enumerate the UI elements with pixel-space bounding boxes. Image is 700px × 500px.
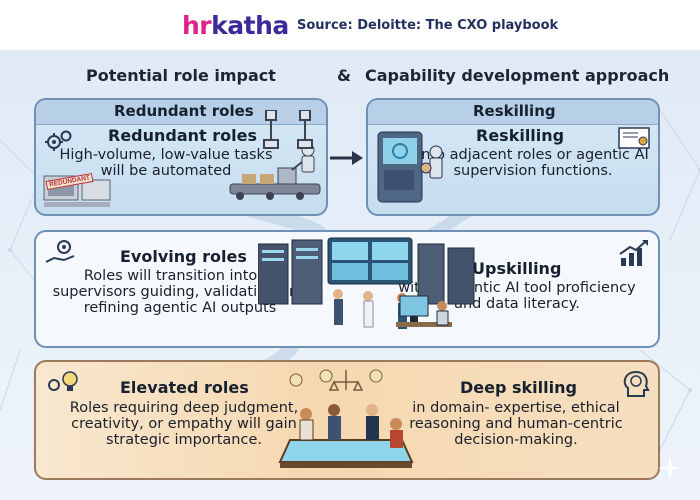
elevated-roles-text: Roles requiring deep judgment, creativit… — [44, 400, 324, 449]
elevated-roles-panel: Elevated roles Roles requiring deep judg… — [34, 360, 660, 480]
evolving-roles-text: Roles will transition into AI supervisor… — [50, 268, 310, 317]
deep-skilling-line-3: decision-making. — [454, 432, 578, 449]
reskilling-panel: Reskilling Reskilling into adjacent role… — [366, 98, 660, 216]
header: hrkatha Source: Deloitte: The CXO playbo… — [0, 0, 700, 50]
infographic-canvas: Potential role impact & Capability devel… — [0, 50, 700, 500]
elevated-roles-line-3: strategic importance. — [106, 432, 262, 449]
redundant-roles-line-2: will be automated — [100, 163, 232, 180]
evolving-roles-line-1: Roles will transition into AI — [83, 268, 277, 284]
column-heading-approach: Capability development approach — [365, 66, 670, 85]
robot-assembly-line-icon — [229, 143, 321, 200]
reskilling-label: Reskilling — [473, 102, 556, 120]
reskilling-line-1: into adjacent roles or agentic AI — [417, 147, 649, 163]
growth-chart-icon — [619, 240, 648, 266]
redundant-roles-line-1: High-volume, low-value tasks — [59, 147, 273, 163]
panel-title-bar — [36, 100, 326, 125]
evolving-roles-title: Evolving roles — [120, 247, 247, 266]
gear-hand-icon — [45, 240, 75, 263]
redundant-roles-panel: Redundant roles Redundant roles High-vol… — [34, 98, 328, 216]
evolving-roles-line-3: refining agentic AI outputs — [83, 300, 277, 317]
reskilling-line-2: supervision functions. — [453, 163, 613, 180]
evolving-roles-line-2: supervisors guiding, validating and — [52, 284, 308, 301]
panel-title-bar — [368, 100, 658, 125]
brand-logo[interactable]: hrkatha — [182, 11, 289, 40]
elevated-roles-title: Elevated roles — [120, 378, 249, 397]
idea-bulb-gear-icon — [48, 371, 78, 391]
logo-hr: hr — [182, 11, 212, 40]
reskilling-text: into adjacent roles or agentic AI superv… — [408, 147, 658, 179]
column-heading-ampersand: & — [337, 66, 351, 85]
control-console-icon — [377, 131, 443, 203]
redundant-roles-text: High-volume, low-value tasks will be aut… — [56, 147, 276, 179]
upskilling-title: Upskilling — [472, 259, 562, 278]
collaboration-table-icon — [278, 369, 414, 468]
deep-skilling-line-1: in domain- expertise, ethical — [412, 400, 620, 416]
evolving-roles-panel: Evolving roles Roles will transition int… — [34, 230, 660, 348]
brain-head-icon — [623, 370, 650, 397]
deep-skilling-title: Deep skilling — [460, 378, 577, 397]
reskilling-title: Reskilling — [476, 126, 565, 145]
elevated-roles-line-2: creativity, or empathy will gain — [71, 416, 297, 433]
redundant-roles-title: Redundant roles — [108, 126, 258, 145]
column-heading-impact: Potential role impact — [86, 66, 276, 85]
logo-rest: katha — [211, 11, 289, 40]
robot-arms-icon — [263, 110, 313, 149]
upskilling-line-2: and data literacy. — [454, 296, 580, 313]
desk-worker-icon — [396, 295, 452, 327]
certificate-icon — [618, 127, 650, 149]
deep-skilling-text: in domain- expertise, ethical reasoning … — [396, 400, 636, 449]
sparkle-icon — [658, 456, 682, 480]
elevated-roles-line-1: Roles requiring deep judgment, — [69, 400, 299, 416]
data-center-icon — [258, 237, 475, 329]
deep-skilling-line-2: reasoning and human-centric — [409, 416, 623, 433]
gears-icon — [45, 130, 72, 151]
redundant-roles-label: Redundant roles — [114, 102, 254, 120]
flow-arrow — [330, 151, 363, 165]
source-caption: Source: Deloitte: The CXO playbook — [297, 18, 559, 33]
